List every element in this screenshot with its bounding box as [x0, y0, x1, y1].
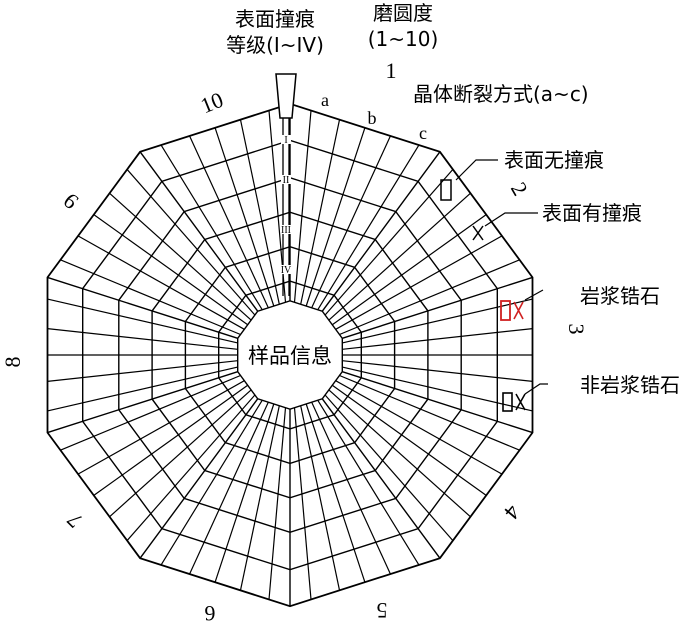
grid-spoke	[109, 389, 252, 518]
fracture-letter-c: c	[419, 123, 427, 143]
grid-spoke	[126, 394, 256, 541]
legend-symbol-non-magmatic	[502, 392, 526, 412]
sector-number-10: 10	[197, 87, 227, 118]
grid-spoke	[331, 384, 487, 496]
roundness-title-line2: (1~10)	[368, 27, 439, 51]
sector-boundary-spoke	[139, 151, 259, 312]
grid-spoke	[317, 399, 420, 566]
legend: 表面无撞痕 表面有撞痕 岩浆锆石 非岩浆锆石	[440, 148, 680, 412]
grid-spoke	[305, 403, 366, 583]
grade-III-label: III	[281, 225, 291, 236]
grid-spoke	[93, 384, 249, 496]
legend-scratch-label: 表面有撞痕	[542, 201, 642, 225]
grid-spoke	[331, 214, 487, 326]
grid-spoke	[126, 169, 256, 316]
fracture-letter-b: b	[368, 108, 377, 128]
grid-spoke	[342, 328, 533, 350]
grid-spoke	[328, 389, 471, 518]
grid-spoke	[214, 127, 275, 307]
sector-boundary-spoke	[321, 398, 441, 559]
grid-spoke	[311, 401, 391, 575]
grid-spoke	[339, 374, 520, 451]
grid-spoke	[189, 135, 269, 309]
sector-number-9: 9	[58, 188, 82, 214]
grid-spoke	[93, 214, 249, 326]
grid-spoke	[189, 401, 269, 575]
grid-spoke	[60, 259, 241, 336]
grid-spoke	[300, 405, 341, 591]
legend-non-magmatic-label: 非岩浆锆石	[580, 373, 680, 397]
sector-boundary-spoke	[139, 398, 259, 559]
grid-spoke	[160, 144, 263, 311]
grid-spoke	[339, 259, 520, 336]
grid-spoke	[77, 235, 245, 330]
sector-boundary-spoke	[47, 371, 238, 434]
sector-number-3: 3	[564, 324, 589, 335]
sector-number-8: 8	[0, 357, 25, 368]
legend-symbol-magmatic	[500, 300, 524, 321]
grid-spoke	[47, 328, 238, 350]
fracture-title: 晶体断裂方式(a~c)	[413, 82, 589, 106]
grid-spoke	[324, 394, 454, 541]
scratch-grade-title-line2: 等级(I~IV)	[226, 33, 324, 57]
grade-IV-label: IV	[281, 265, 292, 276]
grid-spoke	[317, 144, 420, 311]
grid-spoke	[214, 403, 275, 583]
grid-spoke	[328, 192, 471, 321]
grid-spoke	[342, 366, 533, 412]
sector-number-2: 2	[506, 178, 533, 200]
grid-spoke	[342, 360, 533, 382]
grade-II-label: II	[283, 175, 290, 186]
sector-number-7: 7	[62, 508, 87, 533]
sector-number-5: 5	[377, 598, 388, 623]
grid-spoke	[335, 235, 503, 330]
scratch-grade-bar: I II III IV	[275, 73, 297, 296]
sector-number-4: 4	[499, 500, 525, 524]
grid-spoke	[109, 192, 252, 321]
legend-symbol-scratch	[472, 225, 484, 241]
sector-boundary-spoke	[342, 371, 533, 434]
grid-spoke	[300, 119, 341, 305]
grid-spoke	[47, 298, 238, 344]
roundness-title-line1: 磨圆度	[373, 1, 433, 25]
grid-spoke	[324, 169, 454, 316]
grid-spoke	[239, 119, 280, 305]
grid-spoke	[311, 135, 391, 309]
grade-I-label: I	[284, 135, 287, 146]
grid-spoke	[160, 399, 263, 566]
sector-boundary-spoke	[47, 276, 238, 339]
decagon-grid	[46, 102, 534, 608]
grid-spoke	[335, 380, 503, 475]
sector-number-1: 1	[386, 58, 397, 83]
sector-number-6: 6	[205, 601, 216, 626]
grid-spoke	[47, 366, 238, 412]
grid-spoke	[60, 374, 241, 451]
grid-spoke	[268, 407, 287, 600]
grid-spoke	[305, 127, 366, 307]
grid-spoke	[77, 380, 245, 475]
grid-spoke	[293, 407, 312, 600]
grid-spoke	[293, 110, 312, 303]
legend-magmatic-label: 岩浆锆石	[580, 284, 660, 308]
legend-symbol-no-scratch	[440, 179, 452, 201]
grid-spoke	[47, 360, 238, 382]
legend-no-scratch-label: 表面无撞痕	[504, 148, 604, 172]
center-label: 样品信息	[248, 344, 332, 368]
sector-boundary-spoke	[321, 151, 441, 312]
scratch-grade-title-line1: 表面撞痕	[235, 7, 315, 31]
sector-boundary-spoke	[342, 276, 533, 339]
grid-spoke	[239, 405, 280, 591]
fracture-letter-a: a	[321, 90, 329, 110]
